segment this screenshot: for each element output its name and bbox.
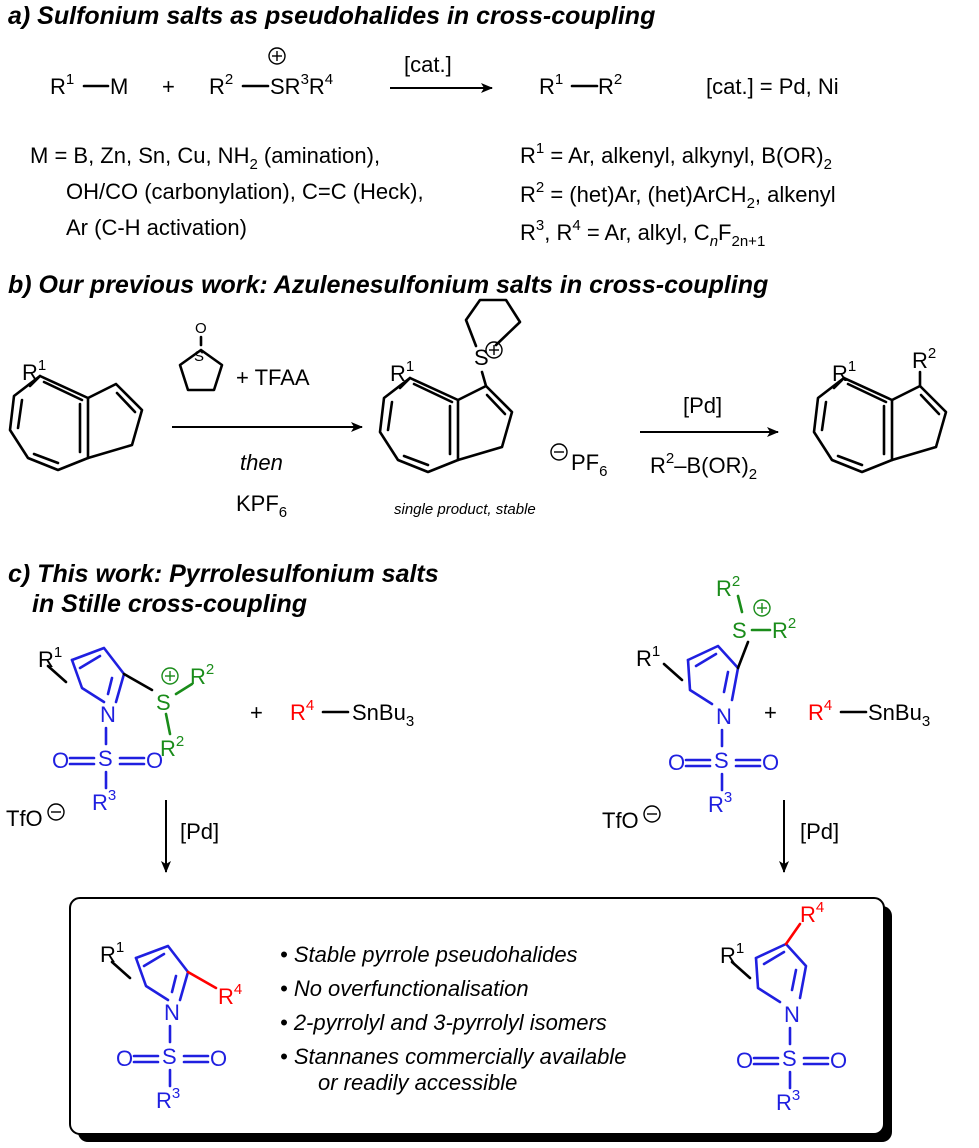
bullet-item: • No overfunctionalisation bbox=[280, 976, 529, 1001]
svg-text:then: then bbox=[240, 450, 283, 475]
svg-text:R2: R2 bbox=[209, 71, 233, 99]
svg-text:KPF6: KPF6 bbox=[236, 491, 287, 521]
svg-text:R2: R2 bbox=[160, 733, 184, 761]
summary-box bbox=[69, 897, 885, 1135]
svg-text:S: S bbox=[194, 348, 204, 365]
svg-text:R1: R1 bbox=[720, 940, 744, 968]
svg-text:R1: R1 bbox=[100, 939, 124, 967]
svg-text:M: M bbox=[110, 74, 128, 99]
svg-text:S: S bbox=[474, 345, 489, 370]
svg-text:S: S bbox=[156, 690, 171, 715]
bullet-item: or readily accessible bbox=[318, 1070, 517, 1095]
svg-text:in Stille cross-coupling: in Stille cross-coupling bbox=[32, 590, 307, 618]
svg-text:SnBu3: SnBu3 bbox=[352, 700, 414, 730]
svg-text:N: N bbox=[164, 1000, 180, 1025]
svg-text:S: S bbox=[714, 748, 729, 773]
svg-text:O: O bbox=[195, 320, 207, 337]
svg-text:R1: R1 bbox=[539, 71, 563, 99]
section-c-heading: c) This work: Pyrrolesulfonium salts bbox=[8, 560, 439, 588]
svg-text:R1: R1 bbox=[50, 71, 74, 99]
svg-text:R1: R1 bbox=[390, 358, 414, 386]
svg-text:O: O bbox=[830, 1048, 847, 1073]
svg-text:R2–B(OR)2: R2–B(OR)2 bbox=[650, 450, 757, 483]
bullet-item: • Stannanes commercially available bbox=[280, 1044, 626, 1069]
svg-text:R3, R4 = Ar, alkyl, CnF2n+1: R3, R4 = Ar, alkyl, CnF2n+1 bbox=[520, 217, 765, 250]
svg-text:[Pd]: [Pd] bbox=[683, 393, 722, 418]
svg-text:O: O bbox=[52, 748, 69, 773]
svg-text:R1: R1 bbox=[636, 643, 660, 671]
azulene-product: R1 R2 bbox=[812, 345, 948, 474]
svg-text:R4: R4 bbox=[290, 697, 314, 725]
pyrrole-3-product: N R1 R4 S O O R3 bbox=[720, 899, 847, 1115]
section-a-reaction: R1 M + R2 SR3R4 [cat.] R1 R2 [cat.] = Pd… bbox=[50, 47, 839, 99]
pyrrole-2-product: N R1 R4 S O O R3 bbox=[100, 939, 242, 1113]
svg-text:R3: R3 bbox=[156, 1085, 180, 1113]
svg-text:R2: R2 bbox=[772, 615, 796, 643]
svg-text:N: N bbox=[716, 704, 732, 729]
svg-text:R1: R1 bbox=[832, 358, 856, 386]
svg-text:R4: R4 bbox=[808, 697, 832, 725]
svg-text:R4: R4 bbox=[800, 899, 824, 927]
svg-text:R2 = (het)Ar, (het)ArCH2, alke: R2 = (het)Ar, (het)ArCH2, alkenyl bbox=[520, 179, 836, 212]
svg-text:S: S bbox=[162, 1044, 177, 1069]
svg-text:+: + bbox=[764, 700, 777, 725]
svg-text:[Pd]: [Pd] bbox=[180, 819, 219, 844]
cat-label: [cat.] bbox=[404, 52, 452, 77]
cat-definition: [cat.] = Pd, Ni bbox=[706, 74, 839, 99]
svg-text:Ar (C-H activation): Ar (C-H activation) bbox=[66, 215, 247, 240]
svg-text:O: O bbox=[668, 750, 685, 775]
svg-text:TfO: TfO bbox=[6, 806, 43, 831]
bullet-item: • Stable pyrrole pseudohalides bbox=[280, 942, 578, 967]
svg-text:R2: R2 bbox=[716, 573, 740, 601]
svg-text:O: O bbox=[762, 750, 779, 775]
svg-text:PF6: PF6 bbox=[571, 450, 607, 480]
svg-text:[Pd]: [Pd] bbox=[800, 819, 839, 844]
svg-text:+: + bbox=[250, 700, 263, 725]
azulene-starting-material: R1 bbox=[8, 357, 144, 472]
svg-text:R1: R1 bbox=[22, 357, 46, 385]
svg-text:O: O bbox=[210, 1046, 227, 1071]
azulenesulfonium-salt: R1 S PF6 bbox=[378, 298, 607, 480]
section-a-scope-right: R1 = Ar, alkenyl, alkynyl, B(OR)2 R2 = (… bbox=[520, 140, 836, 250]
cation-charge-icon bbox=[268, 47, 286, 65]
section-a-scope-left: M = B, Zn, Sn, Cu, NH2 (amination), OH/C… bbox=[30, 143, 424, 240]
svg-text:R2: R2 bbox=[598, 71, 622, 99]
pyrrole-2-sulfonium-salt: N R1 S R2 R2 S O O R3 TfO bbox=[6, 644, 214, 831]
svg-text:N: N bbox=[100, 702, 116, 727]
section-b-heading: b) Our previous work: Azulenesulfonium s… bbox=[8, 271, 768, 299]
svg-text:OH/CO (carbonylation), C=C (He: OH/CO (carbonylation), C=C (Heck), bbox=[66, 179, 424, 204]
svg-text:N: N bbox=[784, 1002, 800, 1027]
svg-text:R2: R2 bbox=[912, 345, 936, 373]
svg-text:O: O bbox=[736, 1048, 753, 1073]
bullet-item: • 2-pyrrolyl and 3-pyrrolyl isomers bbox=[280, 1010, 607, 1035]
svg-text:R1 = Ar, alkenyl, alkynyl, B(O: R1 = Ar, alkenyl, alkynyl, B(OR)2 bbox=[520, 140, 832, 173]
svg-text:S: S bbox=[98, 746, 113, 771]
svg-text:SR3R4: SR3R4 bbox=[270, 71, 333, 99]
svg-text:R2: R2 bbox=[190, 661, 214, 689]
stannane-reagent-left: R4 SnBu3 bbox=[290, 697, 414, 730]
section-a-heading: a) Sulfonium salts as pseudohalides in c… bbox=[8, 2, 655, 30]
svg-text:R3: R3 bbox=[92, 787, 116, 815]
svg-text:R1: R1 bbox=[38, 644, 62, 672]
summary-bullets: • Stable pyrrole pseudohalides • No over… bbox=[280, 942, 626, 1095]
pyrrole-3-sulfonium-salt: N R1 S R2 R2 S O O R3 TfO bbox=[602, 573, 796, 833]
svg-text:R3: R3 bbox=[776, 1087, 800, 1115]
svg-text:single product, stable: single product, stable bbox=[394, 501, 536, 518]
svg-text:M = B, Zn, Sn, Cu, NH2 (aminat: M = B, Zn, Sn, Cu, NH2 (amination), bbox=[30, 143, 380, 173]
svg-text:S: S bbox=[732, 618, 747, 643]
svg-text:+ TFAA: + TFAA bbox=[236, 365, 310, 390]
svg-text:O: O bbox=[116, 1046, 133, 1071]
stannane-reagent-right: R4 SnBu3 bbox=[808, 697, 930, 730]
tetrahydrothiophene-oxide: S O bbox=[178, 320, 224, 392]
svg-text:R3: R3 bbox=[708, 789, 732, 817]
svg-text:TfO: TfO bbox=[602, 808, 639, 833]
svg-text:+: + bbox=[162, 74, 175, 99]
svg-text:S: S bbox=[782, 1046, 797, 1071]
svg-text:R4: R4 bbox=[218, 981, 242, 1009]
svg-text:SnBu3: SnBu3 bbox=[868, 700, 930, 730]
svg-text:O: O bbox=[146, 748, 163, 773]
